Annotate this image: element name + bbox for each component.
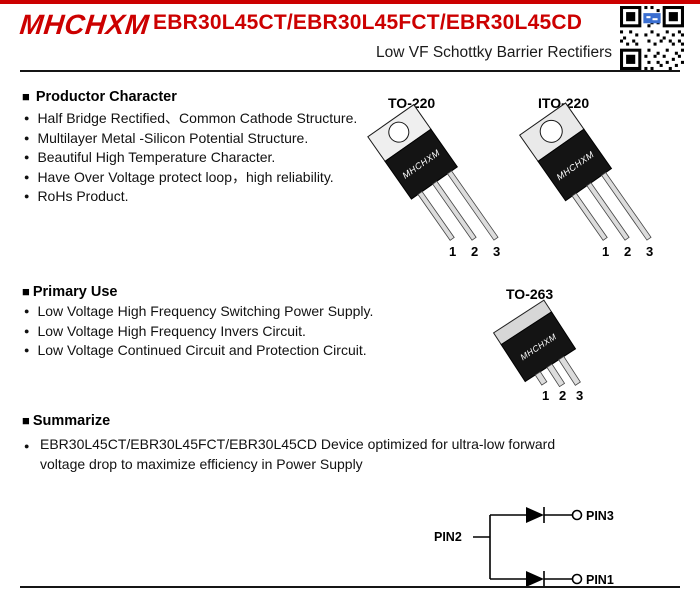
- page-subtitle: Low VF Schottky Barrier Rectifiers: [375, 44, 612, 61]
- section-heading-productor: ■ Productor Character: [22, 89, 177, 105]
- dot-bullet-icon: ●: [24, 132, 30, 143]
- list-item: ● Have Over Voltage protect loop，high rel…: [24, 168, 369, 188]
- pin3-label: PIN3: [586, 509, 614, 523]
- ito220-lead-1: [571, 192, 608, 241]
- primary-use-list: ● Low Voltage High Frequency Switching Po…: [24, 302, 384, 361]
- pin3-terminal: [571, 509, 583, 521]
- page-title: EBR30L45CT/EBR30L45FCT/EBR30L45CD: [153, 11, 583, 34]
- dot-bullet-icon: ●: [24, 345, 30, 355]
- top-accent-bar: [0, 0, 700, 4]
- dot-bullet-icon: ●: [24, 441, 30, 451]
- pin1-terminal: [571, 573, 583, 585]
- header-divider: [20, 70, 680, 72]
- list-item: ● Low Voltage High Frequency Switching Po…: [24, 302, 384, 322]
- to220-lead-2: [432, 180, 477, 241]
- pin-number: 3: [493, 244, 500, 259]
- pin2-label: PIN2: [434, 530, 462, 544]
- section-heading-label: Summarize: [32, 413, 111, 429]
- circuit-diagram: PIN2 PIN3 PIN1: [434, 507, 614, 587]
- pin-number: 1: [602, 244, 609, 259]
- dot-bullet-icon: ●: [24, 325, 30, 336]
- list-item: ● RoHs Product.: [24, 187, 369, 207]
- list-item: ● Half Bridge Rectified、Common Cathode St…: [24, 109, 369, 129]
- summarize-paragraph: ● EBR30L45CT/EBR30L45FCT/EBR30L45CD Devic…: [24, 434, 600, 474]
- qr-blue-overlay: [643, 13, 661, 24]
- pin-number: 3: [576, 388, 583, 403]
- productor-list: ● Half Bridge Rectified、Common Cathode St…: [24, 109, 369, 207]
- section-heading-label: Productor Character: [35, 89, 177, 105]
- list-item: ● Multilayer Metal -Silicon Potential Str…: [24, 129, 369, 149]
- package-label-to220: TO-220: [388, 95, 436, 111]
- dot-bullet-icon: ●: [24, 113, 30, 123]
- to263-lead-3: [558, 355, 581, 386]
- list-item-text: Low Voltage High Frequency Switching Pow…: [37, 303, 374, 319]
- square-bullet-icon: ■: [22, 413, 30, 428]
- section-heading-primary: ■Primary Use: [22, 284, 118, 300]
- dot-bullet-icon: ●: [24, 191, 30, 201]
- to263-lead-2: [546, 363, 566, 388]
- pin-number: 2: [559, 388, 566, 403]
- pin1-label: PIN1: [586, 573, 614, 587]
- to220-lead-3: [446, 170, 499, 241]
- list-item-text: Have Over Voltage protect loop，high reli…: [37, 168, 334, 185]
- ito220-lead-2: [586, 182, 630, 241]
- ito220-mounting-hole: [539, 119, 563, 143]
- brand-logo: MHCHXM: [18, 9, 151, 40]
- list-item-text: Half Bridge Rectified、Common Cathode Str…: [37, 110, 358, 126]
- package-label-ito220: ITO-220: [538, 95, 590, 111]
- pin-number: 2: [624, 244, 631, 259]
- summarize-text: EBR30L45CT/EBR30L45FCT/EBR30L45CD Device…: [40, 436, 556, 472]
- package-figure-to263: MHCHXM 1 2 3: [492, 299, 583, 403]
- square-bullet-icon: ■: [22, 89, 30, 104]
- dot-bullet-icon: ●: [24, 152, 30, 162]
- diode-icon: [526, 507, 544, 523]
- pin-number: 1: [542, 388, 549, 403]
- list-item-text: RoHs Product.: [37, 188, 129, 204]
- dot-bullet-icon: ●: [24, 171, 30, 182]
- qr-code: [620, 6, 684, 70]
- qr-finder-patterns: [620, 6, 684, 70]
- list-item: ● Low Voltage High Frequency Invers Circu…: [24, 322, 384, 342]
- pin-number: 3: [646, 244, 653, 259]
- to220-mounting-hole: [388, 121, 410, 143]
- list-item-text: Low Voltage Continued Circuit and Protec…: [37, 342, 367, 358]
- list-item-text: Beautiful High Temperature Character.: [37, 149, 276, 165]
- to220-lead-1: [417, 190, 455, 241]
- ito220-lead-3: [601, 171, 652, 241]
- pin-number: 1: [449, 244, 456, 259]
- section-heading-label: Primary Use: [32, 284, 118, 300]
- list-item-text: Low Voltage High Frequency Invers Circui…: [37, 322, 306, 339]
- package-label-to263: TO-263: [506, 286, 554, 302]
- square-bullet-icon: ■: [22, 284, 30, 299]
- pin-number: 2: [471, 244, 478, 259]
- package-figure-ito220: MHCHXM 1 2 3: [518, 102, 653, 259]
- to263-lead-1: [534, 371, 548, 386]
- package-figure-to220: MHCHXM 1 2 3: [367, 103, 500, 259]
- list-item-text: Multilayer Metal -Silicon Potential Stru…: [37, 129, 309, 146]
- diode-icon: [526, 571, 544, 587]
- section-heading-summarize: ■Summarize: [22, 413, 110, 429]
- qr-modules: [620, 6, 684, 70]
- list-item: ● Beautiful High Temperature Character.: [24, 148, 369, 168]
- list-item: ● Low Voltage Continued Circuit and Prote…: [24, 341, 384, 361]
- circuit-wires: [473, 507, 572, 587]
- dot-bullet-icon: ●: [24, 306, 30, 316]
- footer-divider: [20, 586, 680, 588]
